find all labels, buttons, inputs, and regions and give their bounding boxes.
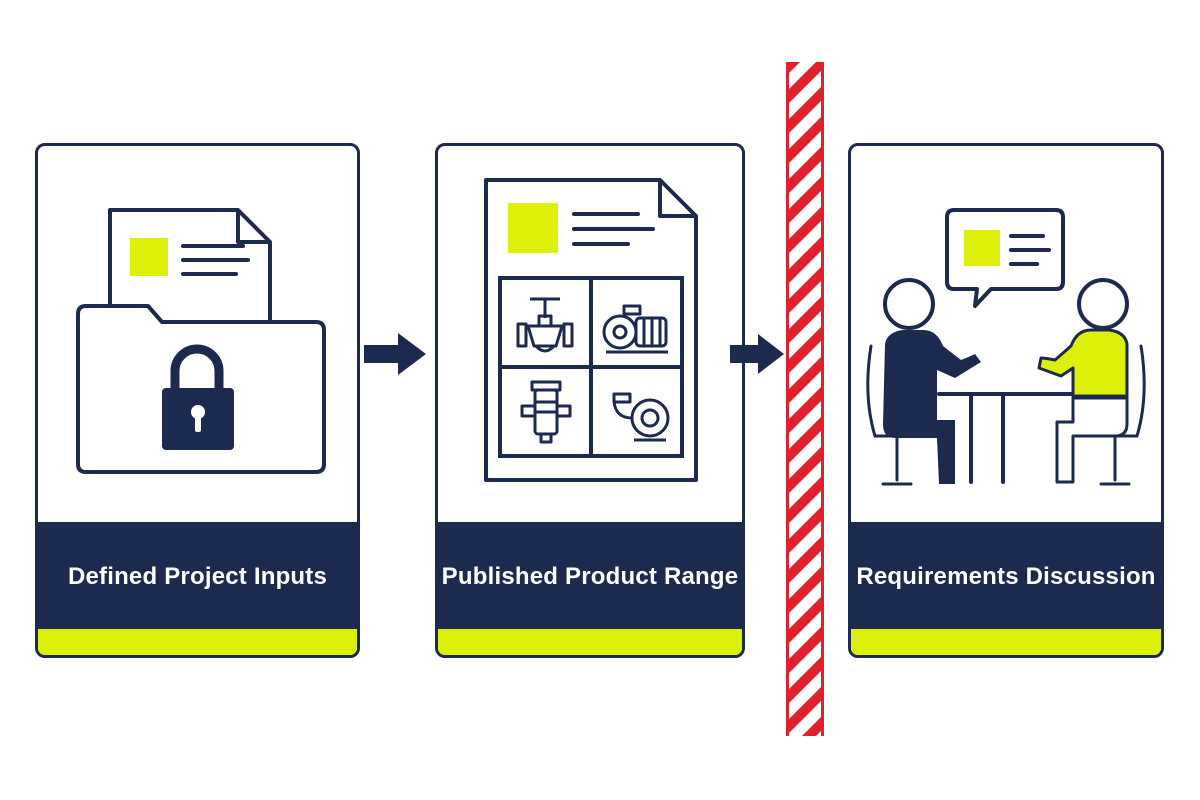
filter-icon [520, 380, 572, 444]
step-label: Requirements Discussion [851, 522, 1161, 632]
padlock-icon [162, 344, 234, 450]
motor-pump-icon [602, 304, 668, 354]
person-left [883, 278, 981, 484]
chair-right [1089, 344, 1146, 486]
step-card-requirements-discussion: Requirements Discussion [848, 143, 1164, 658]
accent-bar [851, 629, 1161, 655]
step-label: Defined Project Inputs [38, 522, 357, 632]
accent-bar [38, 629, 357, 655]
barrier-divider [786, 62, 824, 736]
valve-icon [516, 297, 574, 353]
meeting-discussion-icon [866, 208, 1146, 486]
product-catalog-icon [484, 178, 698, 482]
locked-folder-document-icon [76, 208, 326, 474]
arrow-right-icon [730, 334, 784, 374]
person-right [1037, 278, 1129, 484]
centrifugal-pump-icon [612, 392, 670, 442]
step-card-published-product-range: Published Product Range [435, 143, 745, 658]
step-label: Published Product Range [438, 522, 742, 632]
chair-left [866, 344, 923, 486]
accent-bar [438, 629, 742, 655]
arrow-right-icon [364, 333, 426, 375]
step-card-defined-project-inputs: Defined Project Inputs [35, 143, 360, 658]
